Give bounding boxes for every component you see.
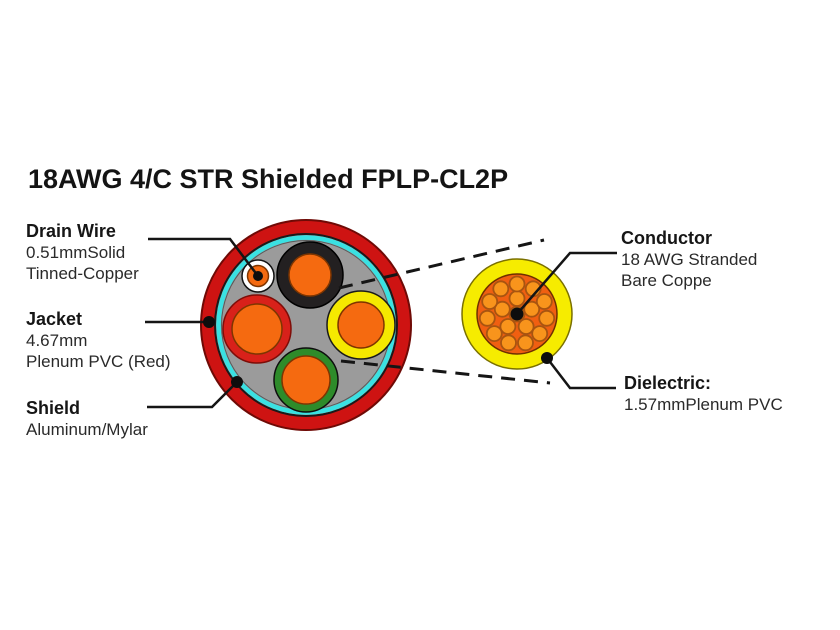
jacket-heading: Jacket — [26, 309, 83, 329]
drain-wire-dot — [253, 271, 263, 281]
strand — [517, 318, 535, 335]
drain-wire-spec-line: 0.51mmSolid — [26, 243, 126, 262]
label-conductor: Conductor 18 AWG Stranded Bare Coppe — [621, 228, 757, 291]
strand — [517, 334, 534, 352]
drain-wire-heading: Drain Wire — [26, 221, 116, 241]
magnify-dashed-line-top — [338, 238, 545, 290]
conductor-spec-line: 18 AWG Stranded — [621, 250, 758, 269]
page-title: 18AWG 4/C STR Shielded FPLP-CL2P — [28, 164, 509, 194]
strand — [535, 293, 553, 310]
conductor-dot — [510, 307, 524, 321]
conductor-leader-line — [516, 251, 617, 315]
drain-wire-leader-line — [148, 237, 259, 277]
conductor-red — [222, 294, 292, 364]
strand — [500, 334, 517, 352]
strand — [481, 293, 499, 310]
conductor-spec-line: Bare Coppe — [621, 271, 712, 290]
label-shield: Shield Aluminum/Mylar — [26, 398, 148, 440]
cable-cross-section — [200, 219, 412, 431]
jacket-spec-line: 4.67mm — [26, 331, 88, 350]
drain-wire-spec-line: Tinned-Copper — [26, 264, 139, 283]
shield-dot — [231, 376, 243, 388]
strand — [531, 325, 549, 343]
strand — [538, 309, 556, 327]
conductor-black — [276, 241, 344, 309]
strand — [485, 325, 503, 343]
conductor-heading: Conductor — [621, 228, 712, 248]
strand — [493, 300, 511, 318]
label-jacket: Jacket 4.67mm Plenum PVC (Red) — [26, 309, 171, 372]
strand — [478, 309, 496, 327]
dielectric-dot — [541, 352, 553, 364]
dielectric-leader-line — [546, 357, 616, 390]
strand — [508, 290, 526, 307]
dielectric-heading: Dielectric: — [624, 373, 712, 393]
strand — [492, 280, 510, 298]
shield-spec-line: Aluminum/Mylar — [26, 420, 148, 439]
magnify-dashed-line-bottom — [340, 359, 551, 385]
dielectric-spec-line: 1.57mmPlenum PVC — [624, 395, 783, 414]
strand — [499, 318, 517, 335]
shield-heading: Shield — [26, 398, 81, 418]
strand — [523, 300, 541, 318]
conductor-green — [273, 347, 339, 413]
label-drain-wire: Drain Wire 0.51mmSolid Tinned-Copper — [26, 221, 139, 284]
shield-leader-line — [147, 381, 238, 409]
jacket-spec-line: Plenum PVC (Red) — [26, 352, 171, 371]
strand — [508, 275, 526, 293]
conductor-yellow — [326, 290, 396, 360]
label-dielectric: Dielectric: 1.57mmPlenum PVC — [624, 373, 783, 415]
jacket-dot — [203, 316, 215, 328]
